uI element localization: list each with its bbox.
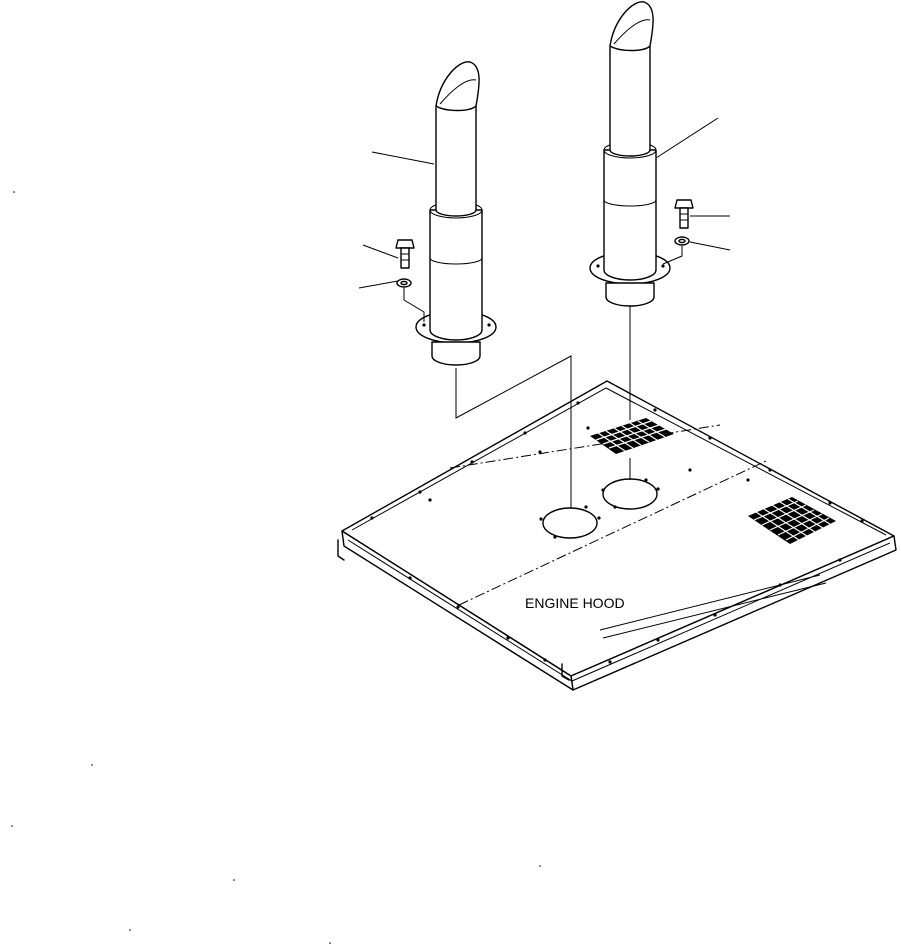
bolt-path-left	[403, 288, 425, 322]
stack-left-body	[429, 209, 483, 341]
stack-right-upper-pipe	[609, 45, 651, 157]
hood-rail-stripe	[599, 574, 821, 631]
hood-inner-border	[351, 387, 887, 536]
stack-left-upper-pipe	[435, 105, 477, 217]
exhaust-stack-right	[589, 1, 671, 307]
leader-washer-left	[358, 280, 399, 289]
hood-corner-left	[337, 539, 345, 561]
hood-rail-stripe	[602, 582, 827, 639]
leader-stack-left	[371, 151, 435, 165]
bolt-right	[674, 199, 694, 229]
hood-edge-line	[347, 539, 891, 682]
leader-washer-right	[689, 241, 731, 251]
bolt-left	[395, 239, 415, 269]
stack-right-body	[603, 149, 657, 281]
hood-side-left	[341, 530, 574, 691]
stack-left-outlet	[431, 341, 481, 366]
leader-bolt-left	[362, 244, 399, 259]
assembly-lines	[455, 305, 631, 508]
leader-lines	[358, 117, 731, 289]
washer-left	[396, 278, 412, 288]
washer-right	[674, 236, 690, 246]
bolt-path-right	[662, 246, 683, 265]
hole-bolts	[539, 478, 660, 539]
hood-corner-front	[561, 663, 570, 681]
leader-stack-right	[655, 117, 719, 159]
hood-label: ENGINE HOOD	[525, 595, 625, 611]
hood-split-line	[449, 424, 721, 469]
scan-specks	[11, 191, 541, 944]
hood-grille-upper	[590, 418, 674, 454]
hood-center-line	[458, 460, 767, 606]
hood-bolts	[370, 401, 864, 664]
hood-exhaust-hole-left	[542, 507, 598, 539]
stack-right-outlet	[605, 282, 655, 307]
hood-grille-lower	[748, 497, 836, 544]
exhaust-stack-left	[415, 61, 497, 366]
assembly-line-left	[455, 355, 572, 508]
engine-hood: ENGINE HOOD	[337, 380, 897, 691]
